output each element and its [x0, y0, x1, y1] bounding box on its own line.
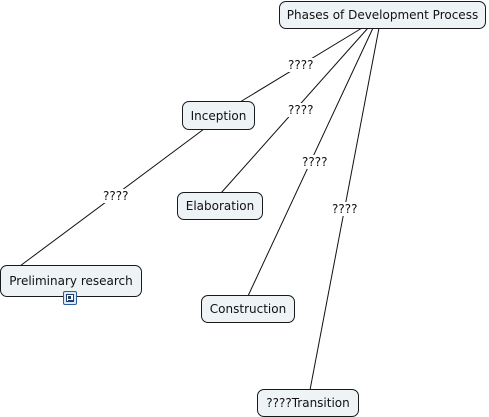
link-label-phases-construction[interactable]: ????: [301, 155, 329, 169]
concept-node-inception[interactable]: Inception: [182, 101, 255, 130]
link-label-inception-preliminary[interactable]: ????: [102, 189, 130, 203]
concept-node-elaboration[interactable]: Elaboration: [177, 192, 263, 220]
concept-node-transition[interactable]: ????Transition: [257, 389, 359, 417]
link-label-phases-elaboration[interactable]: ????: [287, 103, 315, 117]
concept-node-phases-of-development-process[interactable]: Phases of Development Process: [279, 1, 486, 29]
document-resource-icon[interactable]: [63, 291, 77, 305]
concept-node-construction[interactable]: Construction: [201, 295, 295, 323]
link-label-phases-inception[interactable]: ????: [287, 58, 315, 72]
link-label-phases-transition[interactable]: ????: [331, 202, 359, 216]
document-page-glyph: [66, 294, 74, 302]
